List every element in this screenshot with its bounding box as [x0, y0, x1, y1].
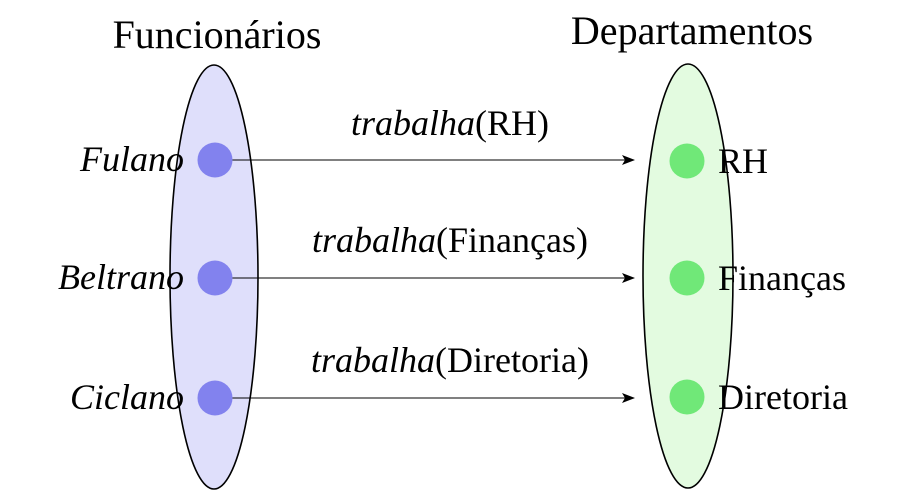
department-label-rh: RH	[718, 141, 768, 181]
edge-label-trabalha-diretoria: trabalha(Diretoria)	[311, 340, 589, 380]
edge-label-argument: (Finanças)	[436, 220, 588, 260]
employee-label-beltrano: Beltrano	[58, 257, 184, 297]
department-dot-rh	[669, 143, 705, 179]
edge-label-trabalha-financas: trabalha(Finanças)	[312, 220, 588, 260]
employee-label-ciclano: Ciclano	[70, 377, 184, 417]
edge-label-predicate: trabalha	[351, 103, 475, 143]
edge-label-trabalha-rh: trabalha(RH)	[351, 103, 549, 143]
departments-set-title: Departamentos	[571, 8, 813, 53]
edge-label-argument: (Diretoria)	[435, 340, 589, 380]
employee-dot-beltrano	[197, 260, 233, 296]
edge-label-argument: (RH)	[475, 103, 549, 143]
employee-label-fulano: Fulano	[79, 139, 184, 179]
department-dot-diretoria	[669, 379, 705, 415]
edge-label-predicate: trabalha	[311, 340, 435, 380]
department-label-diretoria: Diretoria	[718, 377, 848, 417]
department-label-financas: Finanças	[718, 258, 846, 298]
employees-set-title: Funcionários	[113, 12, 322, 57]
edge-label-predicate: trabalha	[312, 220, 436, 260]
employee-dot-ciclano	[197, 380, 233, 416]
department-dot-financas	[669, 260, 705, 296]
employee-dot-fulano	[197, 142, 233, 178]
